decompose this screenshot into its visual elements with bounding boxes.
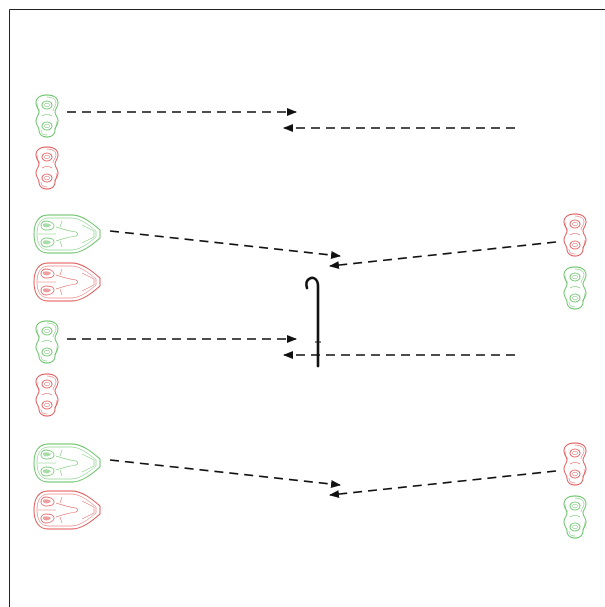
row-3 <box>35 320 515 417</box>
frame <box>9 9 605 607</box>
arrow-left-to-center <box>109 459 341 489</box>
arrow-right-to-center <box>329 470 557 499</box>
green-half-mask-icon <box>35 94 59 138</box>
green-full-mask-icon <box>33 214 101 254</box>
red-half-mask-icon <box>563 442 587 486</box>
red-full-mask-icon <box>33 490 101 530</box>
row-4 <box>33 442 587 539</box>
red-half-mask-icon <box>563 213 587 257</box>
green-half-mask-icon <box>563 495 587 539</box>
arrow-right-to-center <box>329 241 557 270</box>
arrow-left-to-center <box>109 230 341 260</box>
red-half-mask-icon <box>35 146 59 190</box>
walking-cane-icon <box>305 276 321 368</box>
green-half-mask-icon <box>563 266 587 310</box>
green-half-mask-icon <box>35 320 59 364</box>
row-1 <box>35 94 515 190</box>
green-full-mask-icon <box>33 443 101 483</box>
red-half-mask-icon <box>35 373 59 417</box>
row-2 <box>33 213 587 310</box>
red-full-mask-icon <box>33 262 101 302</box>
